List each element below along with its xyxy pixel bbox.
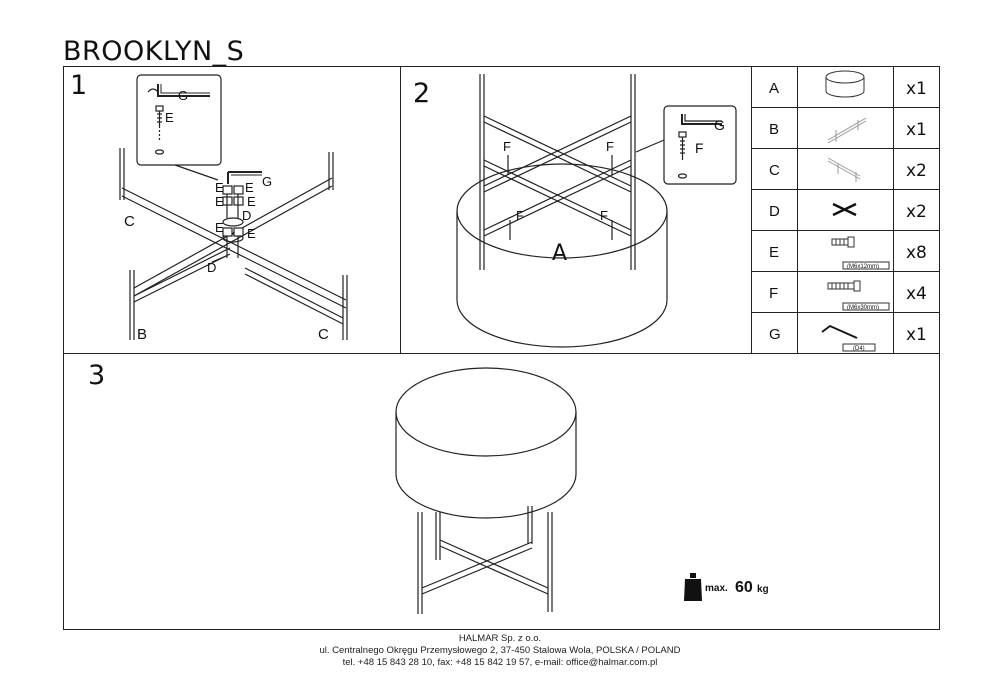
label-e: E xyxy=(215,180,224,195)
divider xyxy=(751,66,752,353)
bolt-icon xyxy=(831,236,890,270)
part-quantity: x1 xyxy=(906,79,927,99)
label-g: G xyxy=(262,174,272,189)
label-c: C xyxy=(318,326,329,343)
part-quantity: x1 xyxy=(906,120,927,140)
part-quantity: x4 xyxy=(906,284,927,304)
divider xyxy=(751,271,940,272)
cross-connector-icon xyxy=(832,202,857,217)
label-b: B xyxy=(137,326,147,343)
footer-address: ul. Centralnego Okręgu Przemysłowego 2, … xyxy=(319,645,681,656)
step-number-2: 2 xyxy=(413,78,431,109)
label-e: E xyxy=(165,110,174,125)
divider xyxy=(751,107,940,108)
allen-key-icon xyxy=(821,324,858,339)
frame-bar-icon xyxy=(827,157,861,182)
page-title: BROOKLYN_S xyxy=(63,36,245,67)
footer-company: HALMAR Sp. z o.o. xyxy=(458,633,542,644)
part-quantity: x1 xyxy=(906,325,927,345)
step-number-1: 1 xyxy=(70,70,88,101)
label-e: E xyxy=(247,194,256,209)
divider xyxy=(751,312,940,313)
divider xyxy=(751,148,940,149)
step-number-3: 3 xyxy=(88,360,106,391)
part-code: F xyxy=(769,285,779,302)
label-d: D xyxy=(242,208,251,223)
divider xyxy=(751,230,940,231)
label-g: G xyxy=(178,88,188,103)
label-e: E xyxy=(215,194,224,209)
part-spec: (M6x30mm) xyxy=(847,305,879,311)
label-d: D xyxy=(207,260,216,275)
label-f: F xyxy=(600,208,608,223)
label-f: F xyxy=(503,139,511,154)
max-load-value: 60 xyxy=(735,579,753,596)
divider xyxy=(751,189,940,190)
weight-icon xyxy=(684,573,702,601)
part-spec: (M6x12mm) xyxy=(847,264,879,270)
divider xyxy=(63,353,940,354)
divider xyxy=(400,66,401,353)
label-f: F xyxy=(695,140,704,156)
instruction-frame xyxy=(63,66,940,630)
part-code: G xyxy=(769,326,781,343)
divider xyxy=(893,66,894,353)
part-code: D xyxy=(769,203,780,220)
part-quantity: x2 xyxy=(906,161,927,181)
label-a: A xyxy=(552,241,567,266)
label-g: G xyxy=(714,117,725,133)
label-f: F xyxy=(516,208,524,223)
part-code: B xyxy=(769,121,780,138)
part-code: C xyxy=(769,162,780,179)
label-e: E xyxy=(245,180,254,195)
footer-contact: tel. +48 15 843 28 10, fax: +48 15 842 1… xyxy=(342,657,658,668)
seat-cushion-icon xyxy=(825,70,865,98)
max-load-prefix: max. xyxy=(705,583,728,594)
frame-bar-icon xyxy=(827,117,867,144)
label-e: E xyxy=(215,220,224,235)
part-code: A xyxy=(769,80,780,97)
part-quantity: x2 xyxy=(906,202,927,222)
label-f: F xyxy=(606,139,614,154)
divider xyxy=(797,66,798,353)
max-load-unit: kg xyxy=(757,584,769,595)
part-code: E xyxy=(769,244,780,261)
part-quantity: x8 xyxy=(906,243,927,263)
label-c: C xyxy=(124,213,135,230)
part-spec: (D4) xyxy=(853,346,865,352)
label-e: E xyxy=(247,226,256,241)
bolt-icon xyxy=(827,280,890,311)
